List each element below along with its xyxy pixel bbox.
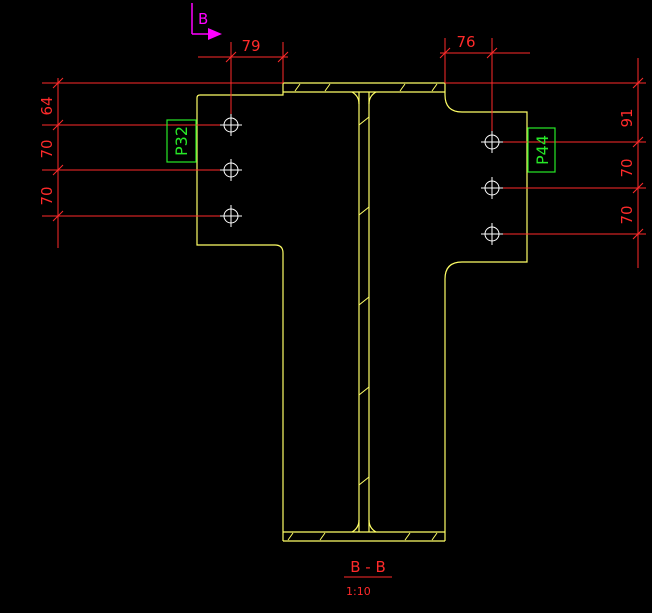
bolt-hole-icon xyxy=(481,131,503,153)
section-arrow-icon xyxy=(208,28,222,40)
section-title: B - B xyxy=(350,558,386,576)
left-top-dim: 79 xyxy=(241,37,260,55)
left-dim-3: 70 xyxy=(38,186,56,205)
left-dim-2: 70 xyxy=(38,139,56,158)
right-dim-2: 70 xyxy=(618,158,636,177)
right-top-dim: 76 xyxy=(456,33,475,51)
left-dimensions xyxy=(42,42,289,248)
part-tag-right: P44 xyxy=(527,127,556,173)
part-tag-left: P32 xyxy=(166,119,197,163)
section-scale: 1:10 xyxy=(346,585,371,598)
right-dim-1: 91 xyxy=(618,108,636,127)
right-dim-3: 70 xyxy=(618,205,636,224)
part-tag-left-label: P32 xyxy=(172,126,191,156)
bolt-hole-icon xyxy=(481,177,503,199)
bolt-hole-icon xyxy=(220,205,242,227)
left-dim-1: 64 xyxy=(38,96,56,115)
bolt-hole-icon xyxy=(220,114,242,136)
part-tag-right-label: P44 xyxy=(533,135,552,165)
bolt-hole-icon xyxy=(220,159,242,181)
section-marker: B xyxy=(191,3,222,40)
bolt-hole-icon xyxy=(481,223,503,245)
weld-hatching xyxy=(287,83,438,541)
bolt-holes xyxy=(220,114,503,245)
section-marker-letter: B xyxy=(198,10,208,28)
beam-outline xyxy=(196,82,528,542)
right-dimensions xyxy=(439,38,646,268)
